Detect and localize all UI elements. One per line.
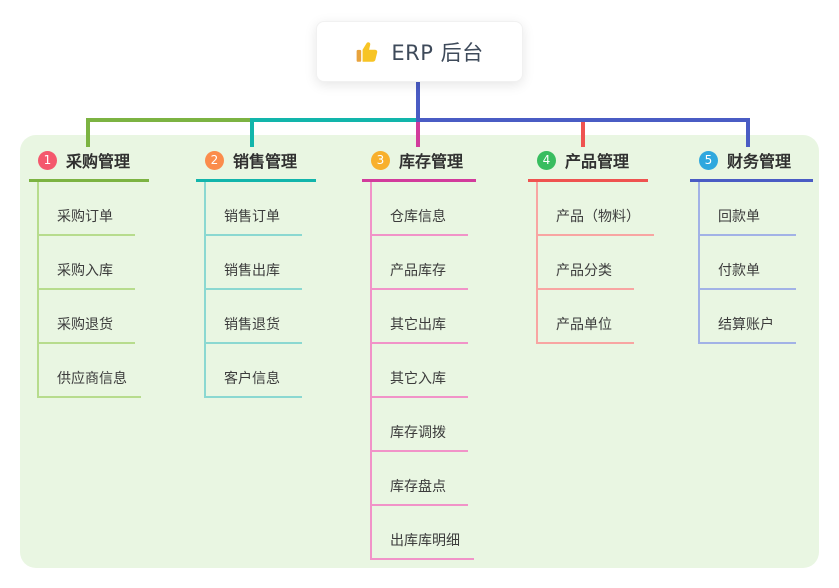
branch-children-connector: 回款单付款单结算账户 (698, 182, 796, 344)
child-node[interactable]: 仓库信息 (372, 182, 468, 236)
child-node[interactable]: 结算账户 (700, 290, 796, 344)
child-node[interactable]: 付款单 (700, 236, 796, 290)
branch-children-connector: 仓库信息产品库存其它出库其它入库库存调拨库存盘点出库库明细 (370, 182, 474, 560)
branch-title-label: 财务管理 (727, 152, 792, 171)
mindmap-panel (20, 135, 819, 568)
branch-children-connector: 产品（物料）产品分类产品单位 (536, 182, 654, 344)
branch-children-connector: 采购订单采购入库采购退货供应商信息 (37, 182, 141, 398)
child-node[interactable]: 回款单 (700, 182, 796, 236)
branch-title-label: 库存管理 (399, 152, 464, 171)
thumbs-up-icon (355, 39, 381, 65)
connector-segment (416, 122, 420, 147)
connector-segment (581, 122, 585, 147)
root-node[interactable]: ERP 后台 (316, 21, 523, 82)
child-node[interactable]: 库存调拨 (372, 398, 468, 452)
branch-column-5: 5 财务管理回款单付款单结算账户 (690, 146, 813, 344)
branch-node-2[interactable]: 2 销售管理 (196, 146, 316, 182)
child-node[interactable]: 产品（物料） (538, 182, 654, 236)
branch-number-badge: 4 (537, 150, 556, 170)
branch-node-5[interactable]: 5 财务管理 (690, 146, 813, 182)
child-node[interactable]: 产品库存 (372, 236, 468, 290)
branch-node-3[interactable]: 3 库存管理 (362, 146, 476, 182)
branch-column-1: 1 采购管理采购订单采购入库采购退货供应商信息 (29, 146, 149, 398)
child-node[interactable]: 其它入库 (372, 344, 468, 398)
child-node[interactable]: 出库库明细 (372, 506, 474, 560)
branch-node-1[interactable]: 1 采购管理 (29, 146, 149, 182)
child-node[interactable]: 库存盘点 (372, 452, 468, 506)
branch-column-4: 4 产品管理产品（物料）产品分类产品单位 (528, 146, 654, 344)
branch-number-badge: 1 (38, 150, 57, 170)
branch-number-badge: 3 (371, 150, 390, 170)
branch-number-badge: 5 (699, 150, 718, 170)
branch-children-connector: 销售订单销售出库销售退货客户信息 (204, 182, 302, 398)
connector-segment (86, 122, 90, 147)
child-node[interactable]: 销售订单 (206, 182, 302, 236)
branch-node-4[interactable]: 4 产品管理 (528, 146, 648, 182)
child-node[interactable]: 采购入库 (39, 236, 135, 290)
child-node[interactable]: 客户信息 (206, 344, 302, 398)
branch-column-2: 2 销售管理销售订单销售出库销售退货客户信息 (196, 146, 316, 398)
branch-title-label: 采购管理 (66, 152, 131, 171)
connector-segment (250, 118, 420, 122)
child-node[interactable]: 销售出库 (206, 236, 302, 290)
branch-title-label: 产品管理 (565, 152, 630, 171)
connector-segment (746, 122, 750, 147)
connector-segment (416, 118, 750, 122)
child-node[interactable]: 供应商信息 (39, 344, 141, 398)
branch-number-badge: 2 (205, 150, 224, 170)
branch-title-label: 销售管理 (233, 152, 298, 171)
child-node[interactable]: 销售退货 (206, 290, 302, 344)
child-node[interactable]: 产品分类 (538, 236, 634, 290)
connector-segment (250, 122, 254, 147)
child-node[interactable]: 采购订单 (39, 182, 135, 236)
branch-column-3: 3 库存管理仓库信息产品库存其它出库其它入库库存调拨库存盘点出库库明细 (362, 146, 476, 560)
child-node[interactable]: 产品单位 (538, 290, 634, 344)
child-node[interactable]: 采购退货 (39, 290, 135, 344)
connector-segment (416, 82, 420, 122)
root-label: ERP 后台 (391, 40, 484, 65)
child-node[interactable]: 其它出库 (372, 290, 468, 344)
